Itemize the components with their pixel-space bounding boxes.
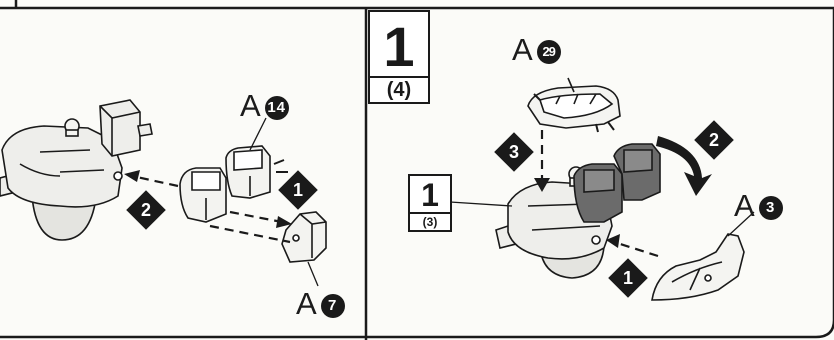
part-number-badge: 14 xyxy=(264,96,289,120)
order-marker-2: 2 xyxy=(126,190,166,230)
part-number-badge: 29 xyxy=(536,40,561,64)
part-number-badge: 7 xyxy=(320,294,345,318)
step-number: 1 xyxy=(383,15,415,78)
assembly-arrows-right xyxy=(540,130,659,258)
part-letter: A xyxy=(296,286,318,321)
part-number-badge: 3 xyxy=(758,196,783,220)
order-marker-2: 2 xyxy=(694,120,734,160)
step-subnumber: (4) xyxy=(370,76,428,102)
part-letter: A xyxy=(240,88,262,123)
grey-parts xyxy=(573,143,661,223)
sub-step-number: 1 xyxy=(421,177,439,213)
order-marker-1: 1 xyxy=(608,258,648,298)
part-a3-piece xyxy=(651,233,745,301)
part-letter: A xyxy=(512,32,534,67)
order-marker-3: 3 xyxy=(494,132,534,172)
sub-step-reference-box: 1 (3) xyxy=(408,174,452,232)
part-a7-piece xyxy=(281,211,327,263)
arrowheads-right xyxy=(534,136,712,248)
head-assembly-left xyxy=(0,99,153,241)
part-letter: A xyxy=(734,188,756,223)
assembly-arrows-left xyxy=(131,174,291,244)
arrowheads-left xyxy=(124,170,292,228)
order-marker-1: 1 xyxy=(278,170,318,210)
part-a29-piece xyxy=(527,77,621,129)
part-a14-pieces xyxy=(179,145,271,223)
step-number-box: 1 (4) xyxy=(368,10,430,104)
leader-lines-left xyxy=(249,117,319,287)
leader-lines-right xyxy=(449,93,755,237)
sub-step-subnumber: (3) xyxy=(410,212,450,230)
